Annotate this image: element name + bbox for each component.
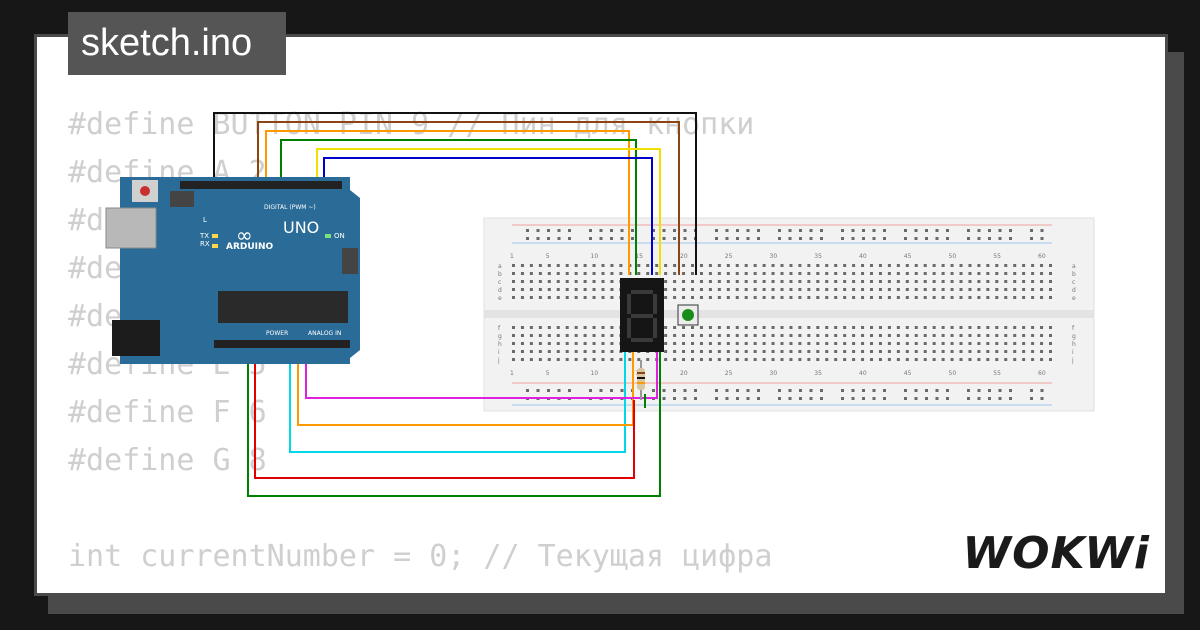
row-letter: g [498,333,502,340]
row-letter: f [1072,325,1075,332]
power-jack [112,320,160,356]
column-number: 45 [904,253,912,260]
row-letter: e [1072,295,1076,302]
wire-black [213,112,697,275]
row-letter: j [497,357,500,364]
board-brand: ARDUINO [226,242,274,252]
microcontroller-chip [218,291,348,323]
row-letter: i [1072,349,1074,356]
row-letter: d [498,287,502,294]
column-number: 10 [591,253,599,260]
analog-label: ANALOG IN [308,330,341,337]
wire-brown [257,121,680,275]
wire-green-top [280,139,637,275]
column-number: 60 [1038,253,1046,260]
row-letter: i [498,349,500,356]
column-number: 50 [949,370,957,377]
row-letter: a [1072,263,1076,270]
arduino-logo-icon: ∞ [236,223,253,247]
row-letter: a [498,263,502,270]
column-number: 1 [510,253,514,260]
wire-orange-top [265,130,630,275]
column-number: 20 [680,253,688,260]
row-letter: f [498,325,501,332]
segments [627,290,657,342]
column-number: 35 [814,253,822,260]
column-number: 5 [546,370,550,377]
column-number: 40 [859,370,867,377]
column-number: 35 [814,370,822,377]
code-line: int currentNumber = 0; // Текущая цифра [68,539,773,574]
l-led-label: L [203,216,207,224]
row-letter: g [1072,333,1076,340]
wire-red [254,352,635,479]
wire-blue [323,157,653,275]
column-number: 55 [993,253,1001,260]
column-number: 20 [680,370,688,377]
column-number: 15 [635,253,643,260]
column-number: 25 [725,370,733,377]
row-letter: b [498,271,502,278]
wire-yellow [316,148,661,275]
rx-label: RX [200,240,210,248]
board-model: UNO [283,218,319,237]
column-number: 50 [949,253,957,260]
code-line: #define F 6 [68,395,267,430]
column-number: 1 [510,370,514,377]
breadboard-column-numbers: 1155101015152020252530303535404045455050… [510,253,1046,377]
arduino-uno-board[interactable]: ∞ ARDUINO UNO DIGITAL (PWM ~) POWER ANAL… [105,177,360,364]
column-number: 30 [770,370,778,377]
column-number: 55 [993,370,1001,377]
usb-port [105,207,157,249]
on-label: ON [334,232,345,240]
breadboard[interactable]: 1155101015152020252530303535404045455050… [483,217,1095,412]
row-letter: h [1072,341,1076,348]
column-number: 45 [904,370,912,377]
column-number: 60 [1038,370,1046,377]
digital-label: DIGITAL (PWM ~) [264,204,316,211]
wokwi-logo: WOKWi [962,528,1150,579]
seven-segment-display[interactable] [620,278,664,352]
file-tab[interactable]: sketch.ino [68,12,286,75]
tx-label: TX [199,232,209,240]
row-letter: j [1071,357,1074,364]
column-number: 10 [591,370,599,377]
row-letter: h [498,341,502,348]
resistor[interactable] [637,360,645,400]
wires[interactable] [213,112,697,497]
row-letter: c [498,279,501,286]
row-letter: c [1072,279,1075,286]
column-number: 40 [859,253,867,260]
code-line: #define G 8 [68,443,267,478]
push-button[interactable] [677,304,699,326]
row-letter: e [498,295,502,302]
column-number: 5 [546,253,550,260]
column-number: 25 [725,253,733,260]
row-letter: d [1072,287,1076,294]
power-label: POWER [266,330,288,337]
row-letter: b [1072,271,1076,278]
column-number: 30 [770,253,778,260]
